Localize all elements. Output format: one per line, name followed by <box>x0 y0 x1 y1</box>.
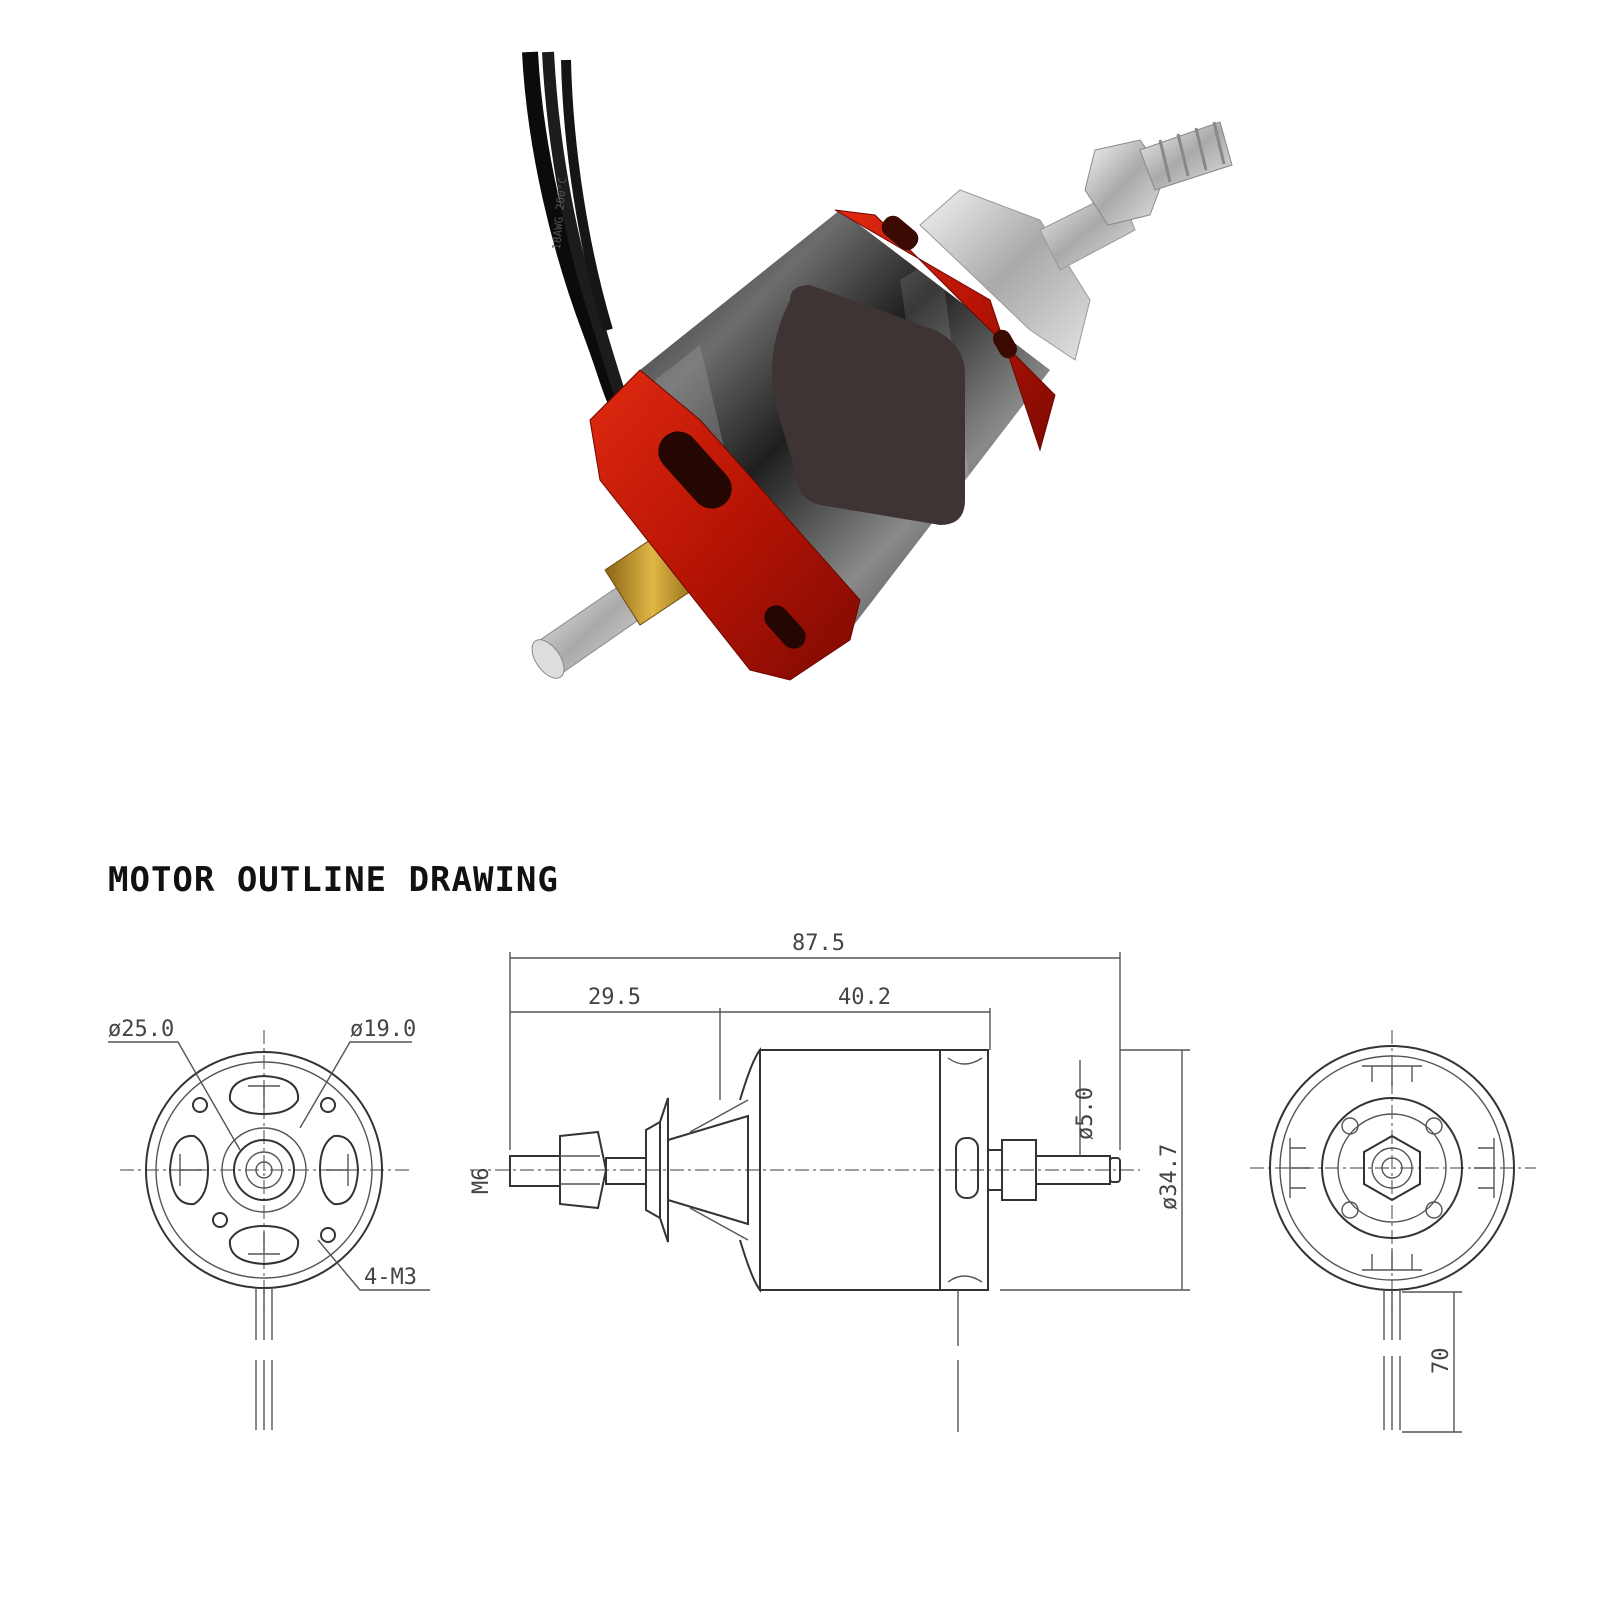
dim-shaft-diameter: ø5.0 <box>1073 1087 1098 1140</box>
motor-photo: 18AWG 200°C <box>522 51 1233 681</box>
lead-wires: 18AWG 200°C <box>522 51 628 404</box>
label-patch <box>772 285 965 525</box>
front-mount <box>834 121 1233 452</box>
dim-inner-diameter: ø19.0 <box>350 1017 416 1042</box>
dim-shaft-length: 29.5 <box>588 985 641 1010</box>
rear-slots <box>1289 1065 1495 1271</box>
dim-body-length: 40.2 <box>838 985 891 1010</box>
dim-lines-side <box>509 952 1190 1291</box>
outline-drawing: ø25.0 ø19.0 4-M3 <box>108 931 1536 1433</box>
rear-holes <box>1341 1117 1443 1219</box>
dim-body-diameter: ø34.7 <box>1157 1144 1182 1210</box>
wire-print: 18AWG 200°C <box>550 177 569 251</box>
drawing-title: MOTOR OUTLINE DRAWING <box>108 860 559 900</box>
rear-leads <box>1383 1290 1401 1430</box>
front-slots <box>168 1074 360 1266</box>
front-leads <box>255 1288 273 1430</box>
front-mount-holes <box>192 1097 336 1243</box>
rear-mount <box>589 369 861 681</box>
dim-outer-diameter: ø25.0 <box>108 1017 174 1042</box>
front-view: ø25.0 ø19.0 4-M3 <box>108 1017 430 1430</box>
dim-mount-holes: 4-M3 <box>364 1265 417 1290</box>
dim-thread: M6 <box>469 1168 494 1195</box>
rear-view: 70 <box>1250 1030 1536 1433</box>
dim-total-length: 87.5 <box>792 931 845 956</box>
side-view: 87.5 29.5 40.2 M6 ø5.0 ø34.7 <box>469 931 1190 1432</box>
dim-lead-length: 70 <box>1429 1348 1454 1375</box>
